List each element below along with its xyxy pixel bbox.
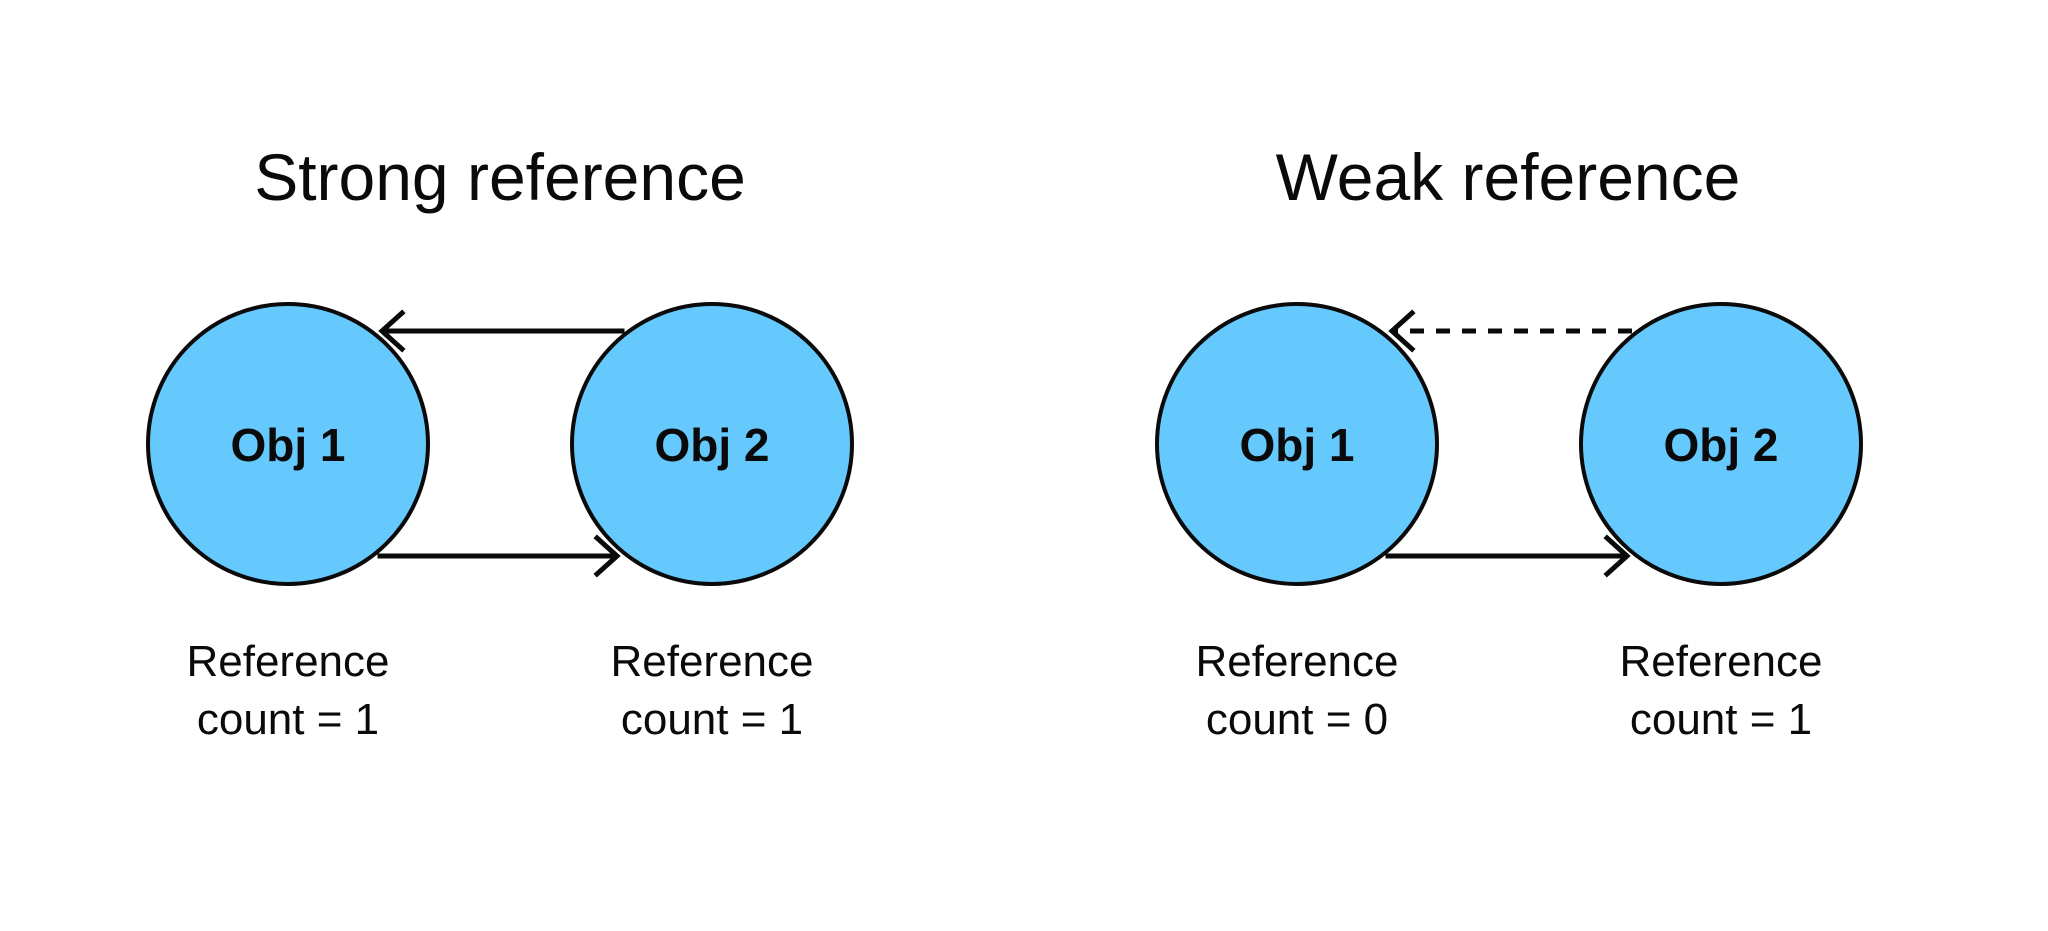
strong-node-obj1-label: Obj 1	[230, 419, 345, 471]
strong-obj2-count-line1: Reference	[610, 637, 813, 686]
weak-node-obj2: Obj 2	[1579, 302, 1863, 586]
weak-obj2-count-line1: Reference	[1619, 637, 1822, 686]
strong-obj1-count-line1: Reference	[186, 637, 389, 686]
weak-edge-obj2-to-obj1	[1388, 309, 1632, 353]
strong-obj1-count-line2: count = 1	[197, 695, 379, 744]
weak-obj1-count-line1: Reference	[1195, 637, 1398, 686]
strong-node-obj2-label: Obj 2	[654, 419, 769, 471]
weak-edge-obj1-to-obj2	[1385, 534, 1631, 578]
weak-obj2-count-line2: count = 1	[1630, 695, 1812, 744]
weak-node-obj1-label: Obj 1	[1239, 419, 1354, 471]
weak-reference-panel: Weak reference Obj 1 Obj 2 Reference cou…	[1155, 140, 1863, 744]
weak-node-obj2-label: Obj 2	[1663, 419, 1778, 471]
strong-reference-panel: Strong reference Obj 1 Obj 2 Reference c…	[146, 140, 854, 744]
strong-node-obj1: Obj 1	[146, 302, 430, 586]
strong-edge-obj1-to-obj2	[377, 534, 621, 578]
strong-node-obj2: Obj 2	[570, 302, 854, 586]
strong-edge-obj2-to-obj1	[378, 309, 625, 353]
weak-obj1-count-line2: count = 0	[1206, 695, 1388, 744]
strong-reference-title: Strong reference	[254, 140, 746, 214]
weak-reference-title: Weak reference	[1276, 140, 1741, 214]
strong-obj2-count-line2: count = 1	[621, 695, 803, 744]
weak-node-obj1: Obj 1	[1155, 302, 1439, 586]
